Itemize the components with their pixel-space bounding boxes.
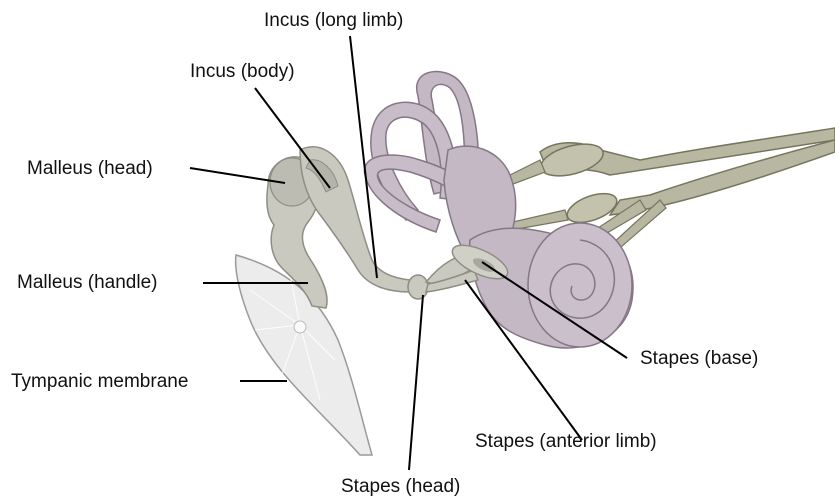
leader-stapes-head: [409, 295, 423, 470]
label-incus-long-limb: Incus (long limb): [264, 11, 403, 30]
label-stapes-head: Stapes (head): [341, 477, 460, 496]
label-malleus-handle: Malleus (handle): [17, 273, 157, 292]
label-stapes-anterior-limb: Stapes (anterior limb): [475, 432, 657, 451]
label-malleus-head: Malleus (head): [27, 159, 153, 178]
label-stapes-base: Stapes (base): [640, 349, 758, 368]
label-tympanic-membrane: Tympanic membrane: [11, 372, 188, 391]
cochlea: [470, 223, 633, 348]
label-incus-body: Incus (body): [190, 62, 295, 81]
